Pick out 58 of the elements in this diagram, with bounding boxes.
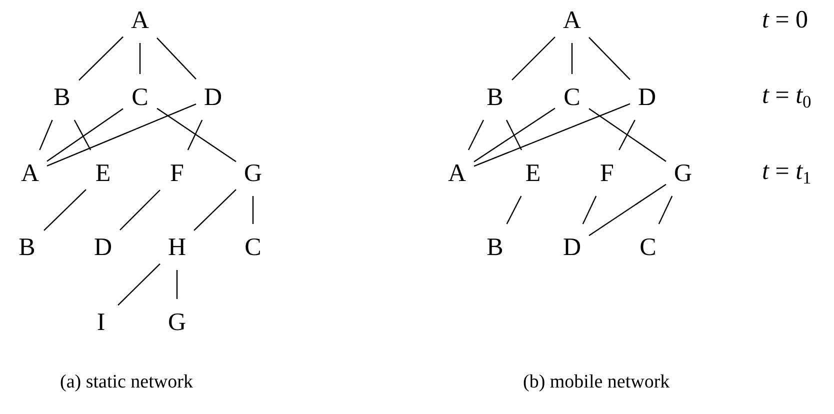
- connector-line: [474, 103, 630, 167]
- connector-line: [474, 108, 556, 162]
- connector-line: [156, 38, 196, 80]
- node-label: E: [92, 160, 114, 186]
- connector-line: [46, 108, 124, 162]
- connector-line: [512, 36, 556, 80]
- connector-line: [252, 196, 254, 224]
- node-label: G: [242, 160, 264, 186]
- node-label: A: [129, 7, 151, 33]
- connector-line: [618, 120, 636, 150]
- connector-line: [156, 108, 236, 162]
- node-label: C: [561, 84, 583, 110]
- node-label: D: [636, 84, 658, 110]
- node-label: B: [484, 84, 506, 110]
- connector-line: [78, 36, 124, 81]
- connector-line: [588, 108, 666, 162]
- connector-line: [118, 263, 160, 306]
- caption: (b) mobile network: [523, 372, 670, 394]
- node-label: C: [129, 84, 151, 110]
- connector-line: [506, 196, 522, 224]
- connector-line: [46, 104, 196, 166]
- node-label: F: [596, 160, 618, 186]
- node-label: D: [202, 84, 224, 110]
- connector-line: [658, 196, 673, 224]
- connector-line: [74, 120, 92, 150]
- node-label: G: [166, 309, 188, 335]
- node-label: F: [166, 160, 188, 186]
- node-label: C: [637, 234, 659, 260]
- node-label: D: [561, 234, 583, 260]
- node-label: A: [446, 160, 468, 186]
- caption: (a) static network: [60, 372, 193, 394]
- node-label: E: [522, 160, 544, 186]
- connector-line: [139, 43, 141, 74]
- connector-line: [582, 196, 597, 224]
- connector-line: [571, 43, 573, 74]
- connector-line: [468, 120, 484, 150]
- connector-line: [39, 120, 53, 150]
- node-label: H: [166, 234, 188, 260]
- node-label: B: [16, 234, 38, 260]
- node-label: B: [484, 234, 506, 260]
- node-label: I: [90, 309, 112, 335]
- node-label: G: [672, 160, 694, 186]
- connector-line: [194, 189, 236, 231]
- connector-line: [120, 190, 160, 230]
- time-label: t = t$_{1}$: [762, 158, 812, 188]
- connector-line: [44, 189, 86, 231]
- node-label: D: [92, 234, 114, 260]
- node-label: C: [242, 234, 264, 260]
- node-label: A: [561, 7, 583, 33]
- connector-line: [506, 120, 522, 150]
- connector-line: [588, 37, 630, 80]
- time-label: t = t$_{0}$: [762, 82, 812, 112]
- time-label: t = 0: [762, 6, 808, 34]
- connector-line: [176, 270, 178, 299]
- connector-line: [588, 184, 666, 236]
- node-label: A: [19, 160, 41, 186]
- connector-line: [187, 120, 203, 150]
- node-label: B: [51, 84, 73, 110]
